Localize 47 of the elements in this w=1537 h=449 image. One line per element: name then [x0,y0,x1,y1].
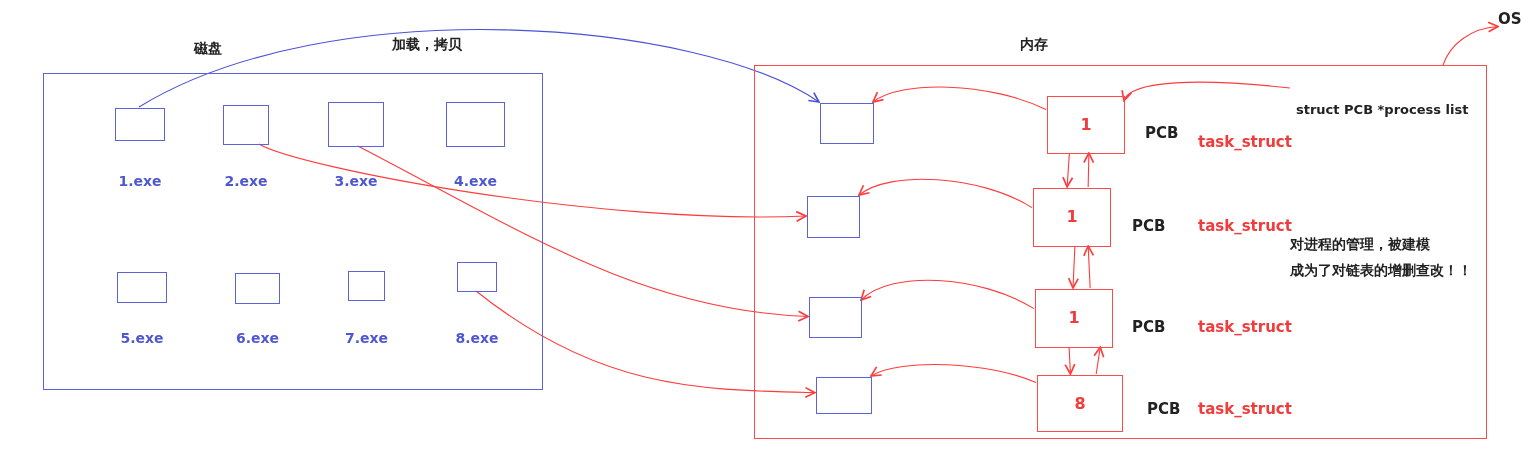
arrow [1067,245,1080,289]
arrow [357,145,809,322]
pcb-number: 1 [1079,115,1093,134]
pcb-number: 8 [1073,394,1087,413]
arrow [860,279,1035,310]
pcb-label: PCB [1145,124,1179,142]
memory-slot-box [816,377,872,414]
arrow [858,178,1033,209]
container-heading: 内存 [1020,36,1048,54]
arrow [1442,21,1499,66]
pcb-number: 1 [1065,207,1079,226]
arrow [138,29,820,108]
file-name: 1.exe [118,173,162,189]
arrow [1123,81,1291,102]
arrow [258,143,807,222]
struct-name: task_struct [1198,318,1292,336]
file-name: 6.exe [235,330,280,346]
pcb-label: PCB [1132,217,1166,235]
container-heading: 磁盘 [194,40,222,58]
arrow [872,86,1047,111]
arrow [1062,152,1074,188]
file-name: 4.exe [453,173,498,189]
struct-name: task_struct [1198,400,1292,418]
pcb-label: PCB [1147,400,1181,418]
arrow [475,290,816,399]
pcb-number: 1 [1067,308,1081,327]
arrow [1064,346,1076,375]
pcb-label: PCB [1132,318,1166,336]
struct-name: task_struct [1198,217,1292,235]
struct-name: task_struct [1198,133,1292,151]
os-label: OS [1498,10,1530,32]
edge-label: 加载，拷贝 [390,36,464,54]
memory-slot-box [807,196,860,238]
file-name: 2.exe [224,173,268,189]
arrow [1083,152,1095,188]
arrow [1093,346,1105,375]
file-name: 5.exe [120,330,164,346]
file-name: 8.exe [455,330,499,346]
arrow [870,364,1037,384]
memory-slot-box [820,103,874,144]
code-note: struct PCB *process list [1296,102,1469,117]
file-name: 3.exe [334,173,378,189]
memory-slot-box [809,297,862,338]
note-text: 对进程的管理，被建模 [1290,236,1430,254]
file-name: 7.exe [344,330,389,346]
note-text: 成为了对链表的增删查改！！ [1290,262,1472,280]
arrow [1083,245,1095,289]
